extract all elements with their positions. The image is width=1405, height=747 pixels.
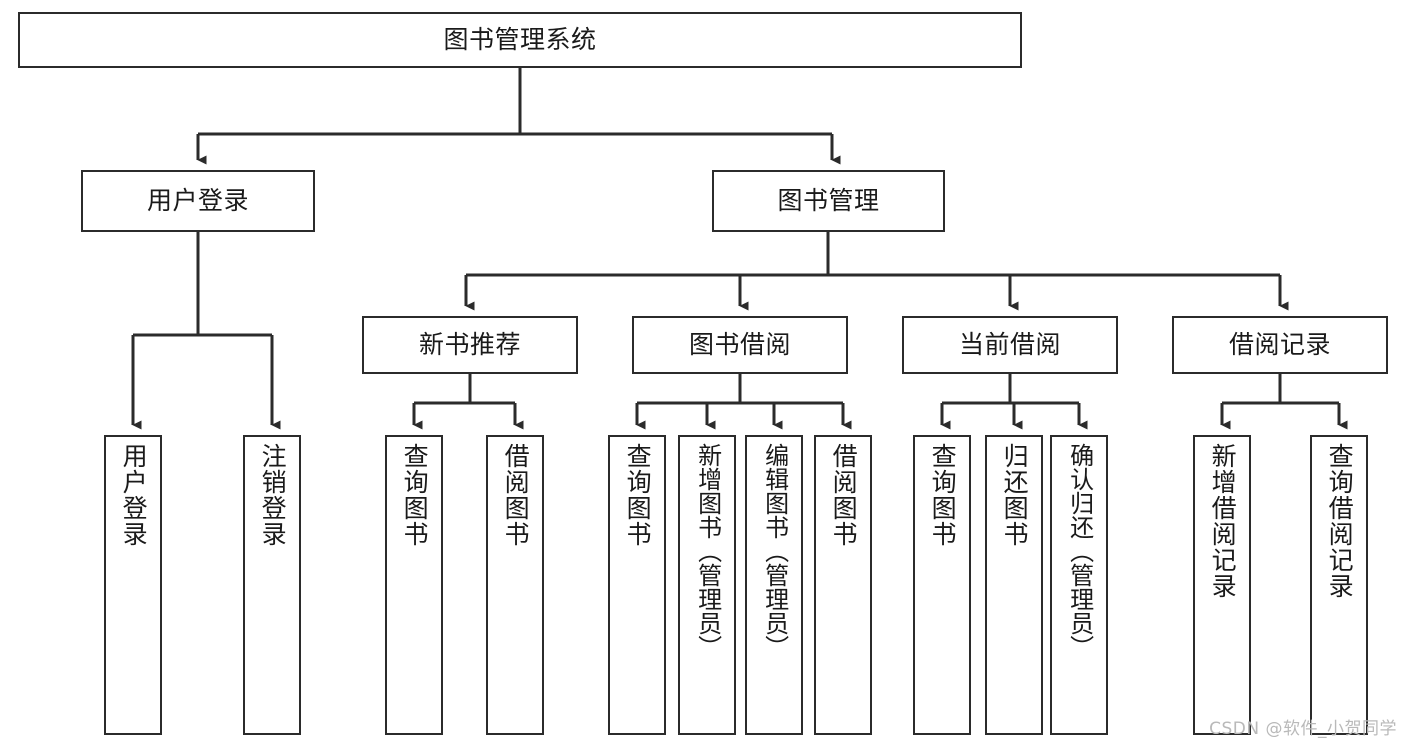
node-current-borrow-label: 当前借阅 (958, 330, 1061, 359)
node-leaf-return-book-label: 归还图书 (1000, 443, 1030, 547)
node-new-book-recommend[interactable]: 新书推荐 (362, 316, 578, 374)
node-leaf-query-book-current-label: 查询图书 (928, 443, 958, 547)
node-leaf-query-borrow-record-label: 查询借阅记录 (1325, 443, 1355, 599)
node-root[interactable]: 图书管理系统 (18, 12, 1022, 68)
node-borrow-record-label: 借阅记录 (1228, 330, 1331, 359)
node-book-manage[interactable]: 图书管理 (712, 170, 945, 232)
node-leaf-borrow-book-borrow[interactable]: 借阅图书 (814, 435, 872, 735)
node-leaf-add-borrow-record-label: 新增借阅记录 (1208, 443, 1238, 599)
node-leaf-edit-book-admin[interactable]: 编辑图书（管理员） (745, 435, 803, 735)
node-leaf-confirm-return-admin-label: 确认归还（管理员） (1065, 443, 1094, 659)
node-leaf-add-book-admin[interactable]: 新增图书（管理员） (678, 435, 736, 735)
node-leaf-logout-login[interactable]: 注销登录 (243, 435, 301, 735)
node-leaf-borrow-book-recommend[interactable]: 借阅图书 (486, 435, 544, 735)
node-leaf-query-book-recommend-label: 查询图书 (400, 443, 430, 547)
node-leaf-add-borrow-record[interactable]: 新增借阅记录 (1193, 435, 1251, 735)
node-leaf-query-book-current[interactable]: 查询图书 (913, 435, 971, 735)
node-borrow-record[interactable]: 借阅记录 (1172, 316, 1388, 374)
node-root-label: 图书管理系统 (443, 25, 597, 54)
node-user-login[interactable]: 用户登录 (81, 170, 315, 232)
node-leaf-logout-login-label: 注销登录 (258, 443, 288, 547)
node-current-borrow[interactable]: 当前借阅 (902, 316, 1118, 374)
node-leaf-add-book-admin-label: 新增图书（管理员） (693, 443, 722, 659)
node-book-borrow-label: 图书借阅 (688, 330, 791, 359)
node-leaf-user-login-label: 用户登录 (119, 443, 149, 547)
node-new-book-recommend-label: 新书推荐 (418, 330, 521, 359)
node-book-manage-label: 图书管理 (777, 186, 880, 215)
node-leaf-return-book[interactable]: 归还图书 (985, 435, 1043, 735)
node-leaf-query-book-recommend[interactable]: 查询图书 (385, 435, 443, 735)
node-leaf-confirm-return-admin[interactable]: 确认归还（管理员） (1050, 435, 1108, 735)
node-user-login-label: 用户登录 (146, 186, 249, 215)
node-leaf-edit-book-admin-label: 编辑图书（管理员） (760, 443, 789, 659)
node-leaf-borrow-book-recommend-label: 借阅图书 (501, 443, 531, 547)
node-leaf-user-login[interactable]: 用户登录 (104, 435, 162, 735)
node-leaf-query-borrow-record[interactable]: 查询借阅记录 (1310, 435, 1368, 735)
node-book-borrow[interactable]: 图书借阅 (632, 316, 848, 374)
node-leaf-query-book-borrow[interactable]: 查询图书 (608, 435, 666, 735)
node-leaf-borrow-book-borrow-label: 借阅图书 (829, 443, 859, 547)
node-leaf-query-book-borrow-label: 查询图书 (623, 443, 653, 547)
